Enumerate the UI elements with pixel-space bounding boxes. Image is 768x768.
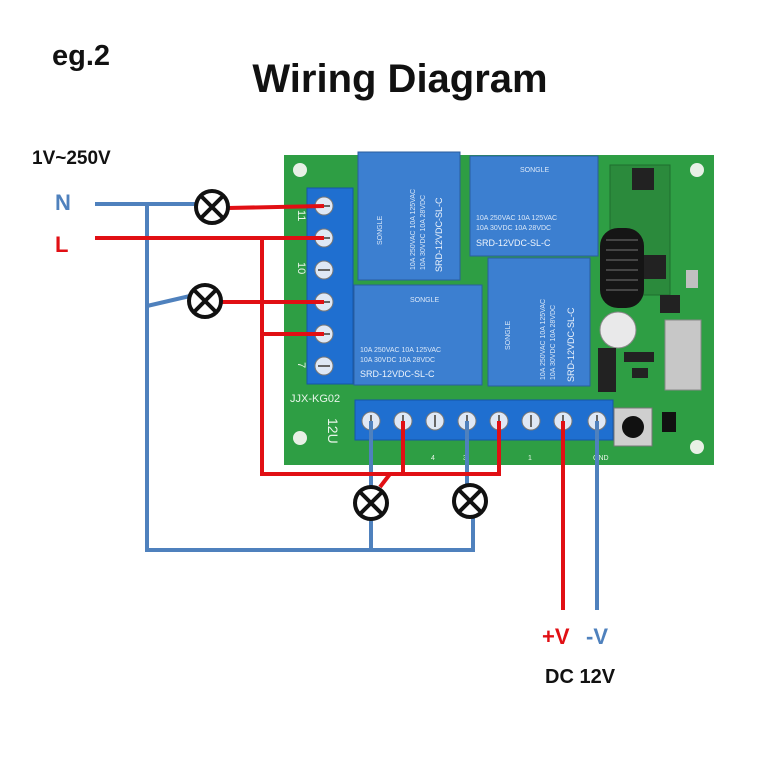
board-label: 7 [295,362,307,368]
board-label: 4 [431,455,435,462]
dc-negative-label: -V [586,624,608,649]
lamp-icon [353,485,389,521]
board-label: 1 [528,455,532,462]
lamp-icon [194,189,230,225]
live-wire [260,238,501,476]
example-label: eg.2 [52,40,111,72]
diagram-title: Wiring Diagram [252,57,548,101]
neutral-wires [95,202,599,610]
lamp-icon [187,283,223,319]
bottom-terminal-block [354,399,614,441]
board-voltage-label: 12U [325,418,341,444]
mount-hole [293,163,307,177]
relay-model: SRD-12VDC-SL-C [476,238,551,248]
board-model-label: JJX-KG02 [290,393,340,405]
dc-positive-label: +V [542,624,570,649]
relay-spec: 10A 250VAC 10A 125VAC [476,215,557,222]
mount-hole [293,431,307,445]
crystal [664,319,702,391]
live-wire [378,472,403,489]
relay-board: SONGLE 10A 250VAC 10A 125VAC 10A 30VDC 1… [284,151,714,465]
lamp-icon [452,483,488,519]
relay-model: SRD-12VDC-SL-C [434,197,444,272]
relay-spec: 10A 30VDC 10A 28VDC [550,305,557,380]
neutral-label: N [55,190,71,215]
relay-spec: 10A 250VAC 10A 125VAC [360,347,441,354]
relay-4: SONGLE 10A 250VAC 10A 125VAC 10A 30VDC 1… [487,257,591,387]
relay-spec: 10A 30VDC 10A 28VDC [476,225,551,232]
neutral-wire [145,204,475,552]
mount-hole [690,163,704,177]
receiver-module [598,164,702,392]
dc-voltage-label: DC 12V [545,666,616,688]
mount-hole [690,440,704,454]
relay-1: SONGLE 10A 250VAC 10A 125VAC 10A 30VDC 1… [357,151,461,281]
relay-spec: 10A 30VDC 10A 28VDC [360,357,435,364]
relay-brand: SONGLE [505,320,512,350]
relay-model: SRD-12VDC-SL-C [360,369,435,379]
left-terminal-block [306,187,354,385]
relay-2: SONGLE 10A 250VAC 10A 125VAC 10A 30VDC 1… [469,155,599,257]
relay-spec: 10A 250VAC 10A 125VAC [410,189,417,270]
antenna-coil [600,228,644,308]
ac-voltage-label: 1V~250V [32,148,111,169]
capacitor [599,311,637,349]
live-wire [227,204,325,210]
neutral-wire [146,294,191,308]
relay-brand: SONGLE [520,167,550,174]
board-label: 11 [295,210,307,221]
board-label: GND [593,455,609,462]
relay-model: SRD-12VDC-SL-C [566,307,576,382]
relay-brand: SONGLE [377,215,384,245]
board-label: 10 [295,262,307,274]
learn-button [613,407,653,447]
relay-3: SONGLE 10A 250VAC 10A 125VAC 10A 30VDC 1… [353,284,483,386]
relay-spec: 10A 30VDC 10A 28VDC [420,195,427,270]
live-label: L [55,232,69,257]
relay-brand: SONGLE [410,297,440,304]
live-wires [95,204,565,610]
relay-spec: 10A 250VAC 10A 125VAC [540,299,547,380]
